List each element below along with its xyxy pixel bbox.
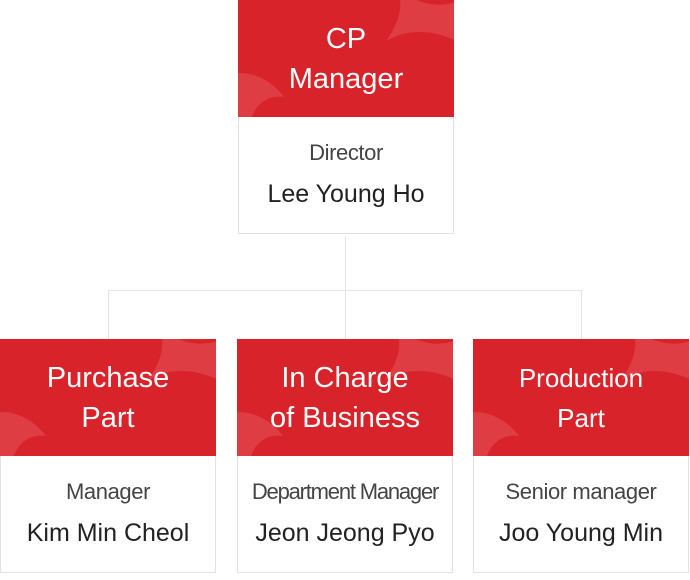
swirl-decoration-icon (386, 0, 454, 41)
node-title-line: Part (81, 401, 135, 434)
node-role: Director (309, 140, 383, 165)
connector-drop-right (581, 290, 582, 339)
node-title-line: Production (518, 362, 644, 393)
swirl-decoration-icon (385, 339, 453, 380)
connector-vertical-top (345, 236, 346, 339)
swirl-decoration-icon (0, 412, 46, 456)
node-person-name: Kim Min Cheol (26, 519, 190, 547)
node-header: CP Manager (238, 0, 454, 117)
connector-horizontal (108, 290, 582, 291)
node-header: Production Part (473, 339, 689, 456)
node-header: In Charge of Business (237, 339, 453, 456)
org-node-in-charge-of-business: In Charge of Business Department Manager… (237, 339, 453, 573)
org-node-cp-manager: CP Manager Director Lee Young Ho (238, 0, 454, 234)
node-title-line: CP (325, 22, 367, 55)
node-title-line: Part (557, 402, 605, 433)
org-node-production-part: Production Part Senior manager Joo Young… (473, 339, 689, 573)
node-title-line: Purchase (46, 361, 170, 394)
node-title-line: Manager (288, 62, 404, 95)
node-header: Purchase Part (0, 339, 216, 456)
swirl-decoration-icon (621, 339, 689, 380)
node-role: Senior manager (505, 479, 657, 504)
swirl-decoration-icon (238, 73, 284, 117)
connector-drop-left (108, 290, 109, 339)
swirl-decoration-icon (473, 412, 519, 456)
node-body: Manager Kim Min Cheol (0, 456, 216, 573)
node-body: Senior manager Joo Young Min (473, 456, 689, 573)
node-person-name: Jeon Jeong Pyo (255, 519, 435, 547)
swirl-decoration-icon (237, 412, 283, 456)
node-role: Department Manager (251, 479, 439, 504)
node-body: Director Lee Young Ho (238, 117, 454, 234)
node-person-name: Lee Young Ho (267, 180, 425, 208)
node-title-line: of Business (270, 401, 420, 434)
org-node-purchase-part: Purchase Part Manager Kim Min Cheol (0, 339, 216, 573)
node-body: Department Manager Jeon Jeong Pyo (237, 456, 453, 573)
node-role: Manager (65, 479, 151, 504)
swirl-decoration-icon (148, 339, 216, 380)
node-title-line: In Charge (281, 361, 409, 394)
node-person-name: Joo Young Min (498, 519, 664, 547)
